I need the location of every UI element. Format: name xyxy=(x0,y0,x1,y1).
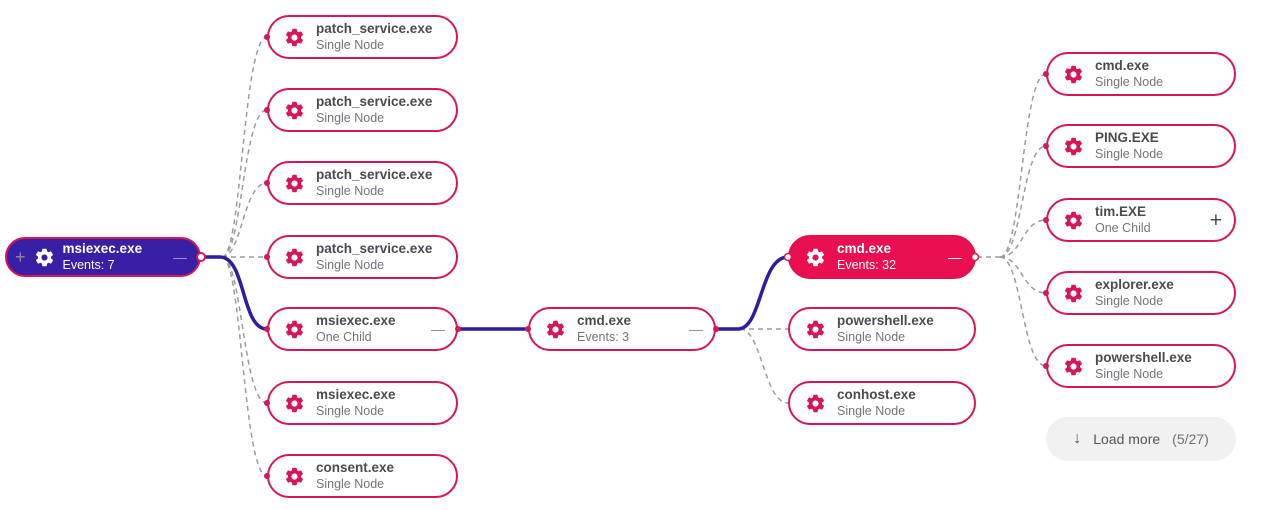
process-node-msiexec-root[interactable]: + msiexec.exe Events: 7 — xyxy=(5,237,201,277)
gear-icon xyxy=(284,319,305,340)
node-subtitle: Single Node xyxy=(837,403,906,418)
node-subtitle: Single Node xyxy=(316,257,385,272)
node-subtitle: Single Node xyxy=(316,183,385,198)
node-subtitle: Single Node xyxy=(1095,293,1164,308)
node-title: patch_service.exe xyxy=(316,241,433,257)
node-title: powershell.exe xyxy=(837,313,934,329)
node-title: patch_service.exe xyxy=(316,21,433,37)
gear-icon xyxy=(34,247,55,268)
gear-icon xyxy=(1063,64,1084,85)
node-title: PING.EXE xyxy=(1095,130,1159,146)
node-subtitle: Events: 3 xyxy=(577,329,630,344)
node-title: powershell.exe xyxy=(1095,350,1192,366)
load-more-label: Load more xyxy=(1093,431,1161,447)
node-subtitle: One Child xyxy=(316,329,372,344)
node-title: explorer.exe xyxy=(1095,277,1174,293)
node-subtitle: Events: 7 xyxy=(62,257,115,272)
gear-icon xyxy=(1063,210,1084,231)
collapse-icon[interactable]: — xyxy=(689,321,703,337)
node-subtitle: Single Node xyxy=(316,37,385,52)
load-more-count: (5/27) xyxy=(1172,431,1209,447)
arrow-down-icon: ↓ xyxy=(1073,430,1082,447)
node-title: msiexec.exe xyxy=(316,313,396,329)
node-title: cmd.exe xyxy=(1095,58,1150,74)
gear-icon xyxy=(805,319,826,340)
gear-icon xyxy=(284,100,305,121)
node-title: conhost.exe xyxy=(837,387,916,403)
gear-icon xyxy=(1063,283,1084,304)
node-subtitle: Single Node xyxy=(1095,74,1164,89)
node-subtitle: Single Node xyxy=(316,476,385,491)
node-title: cmd.exe xyxy=(837,241,892,257)
node-subtitle: One Child xyxy=(1095,220,1151,235)
load-more-button[interactable]: ↓ Load more (5/27) xyxy=(1046,417,1236,461)
node-subtitle: Single Node xyxy=(316,110,385,125)
node-title: msiexec.exe xyxy=(62,241,143,257)
gear-icon xyxy=(1063,356,1084,377)
gear-icon xyxy=(284,27,305,48)
gear-icon xyxy=(1063,136,1084,157)
gear-icon xyxy=(284,466,305,487)
gear-icon xyxy=(545,319,566,340)
node-title: patch_service.exe xyxy=(316,94,433,110)
node-subtitle: Single Node xyxy=(316,403,385,418)
gear-icon xyxy=(805,247,826,268)
collapse-icon[interactable]: — xyxy=(173,249,187,265)
expand-icon[interactable]: + xyxy=(1209,208,1222,232)
gear-icon xyxy=(284,247,305,268)
node-title: cmd.exe xyxy=(577,313,632,329)
node-title: patch_service.exe xyxy=(316,167,433,183)
gear-icon xyxy=(284,173,305,194)
node-title: tim.EXE xyxy=(1095,204,1147,220)
node-subtitle: Single Node xyxy=(1095,366,1164,381)
node-title: msiexec.exe xyxy=(316,387,396,403)
node-title: consent.exe xyxy=(316,460,395,476)
gear-icon xyxy=(284,393,305,414)
node-subtitle: Single Node xyxy=(1095,146,1164,161)
collapse-icon[interactable]: — xyxy=(948,249,962,265)
node-subtitle: Single Node xyxy=(837,329,906,344)
gear-icon xyxy=(805,393,826,414)
collapse-icon[interactable]: — xyxy=(431,321,445,337)
node-subtitle: Events: 32 xyxy=(837,257,897,272)
expand-left-icon[interactable]: + xyxy=(15,247,26,267)
